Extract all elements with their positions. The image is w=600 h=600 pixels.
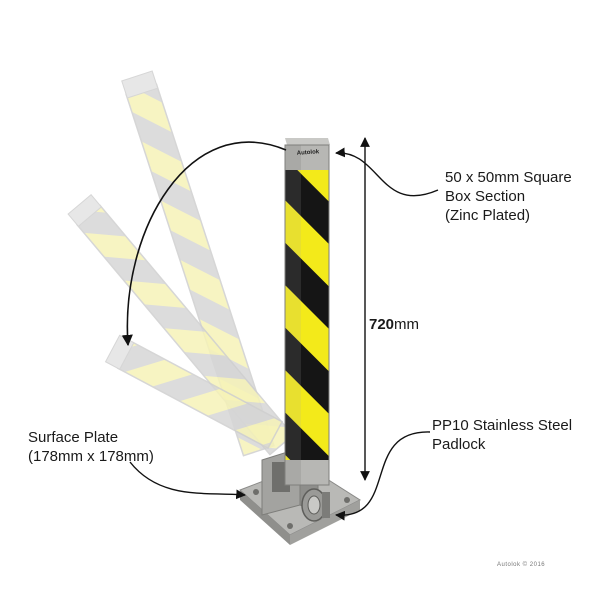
padlock-line-1: PP10 Stainless Steel (432, 417, 573, 434)
height-value: 720 (369, 316, 395, 333)
box-section-line-2: Box Section (445, 188, 526, 205)
main-post (284, 138, 330, 486)
height-callout: 720mm (369, 316, 419, 333)
surface-plate-callout: Surface Plate (178mm x 178mm) (28, 428, 154, 466)
fold-arc-arrow (121, 141, 287, 347)
surface-plate-leader (129, 461, 246, 500)
surface-plate-line-1: Surface Plate (28, 429, 119, 446)
padlock (301, 488, 330, 522)
height-unit: mm (394, 316, 420, 333)
padlock-leader (335, 431, 431, 521)
box-section-callout: 50 x 50mm Square Box Section (Zinc Plate… (445, 168, 572, 225)
ghost-post-middle (67, 194, 294, 456)
box-section-line-1: 50 x 50mm Square (445, 169, 572, 186)
box-section-line-3: (Zinc Plated) (445, 207, 531, 224)
copyright-text: Autolok © 2016 (497, 562, 546, 568)
padlock-callout: PP10 Stainless Steel Padlock (432, 416, 572, 454)
ghost-post-upper (121, 70, 275, 457)
padlock-line-2: Padlock (432, 436, 486, 453)
box-section-leader (335, 147, 439, 197)
surface-plate-line-2: (178mm x 178mm) (28, 448, 154, 465)
